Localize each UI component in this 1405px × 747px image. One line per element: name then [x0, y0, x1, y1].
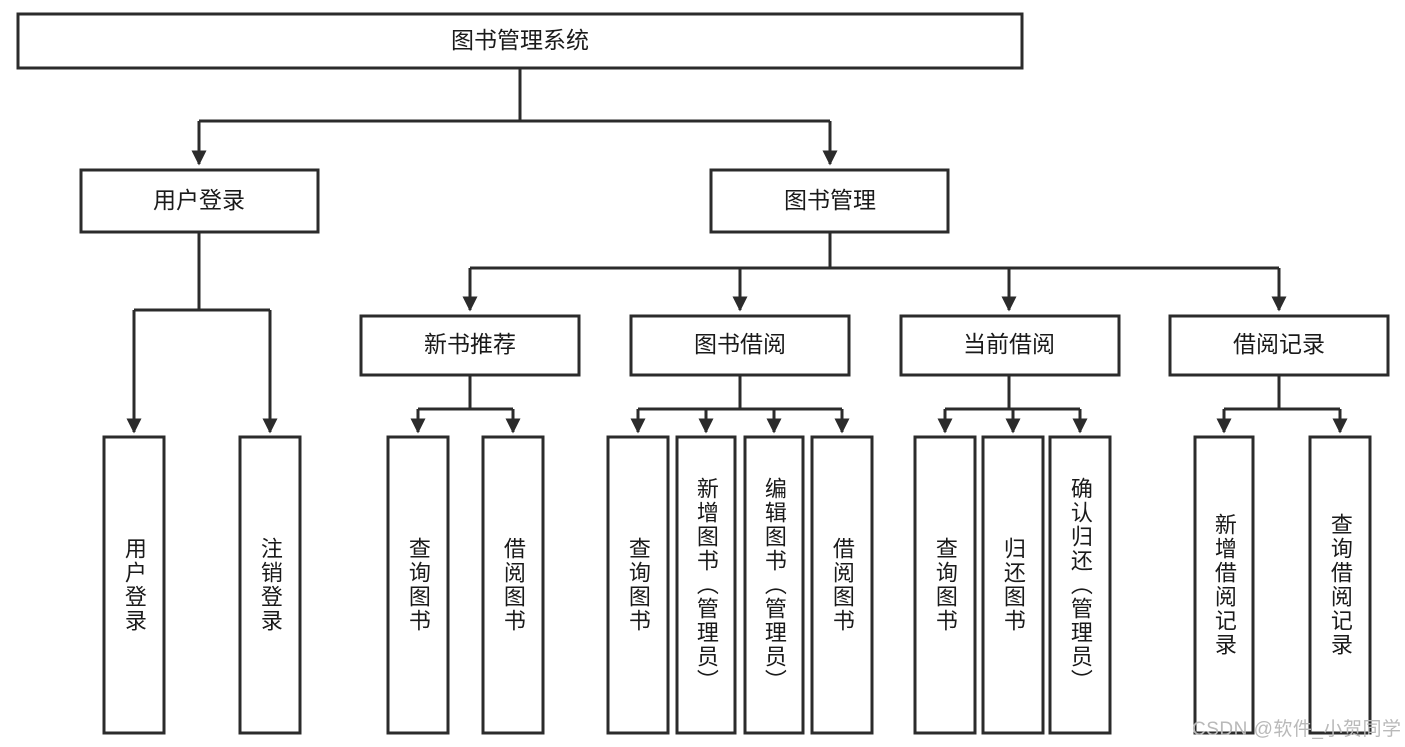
node-box-book-borrow[interactable]: [629, 314, 851, 377]
node-box-leaf-12[interactable]: [1193, 435, 1255, 735]
node-box-leaf-6[interactable]: [675, 435, 737, 735]
connector-group-record: [1216, 375, 1348, 434]
connector-group-current: [937, 375, 1088, 434]
node-box-leaf-8[interactable]: [810, 435, 874, 735]
node-label-current-borrow: 当前借阅: [963, 331, 1055, 357]
node-box-leaf-3[interactable]: [386, 435, 450, 735]
node-box-leaf-10[interactable]: [981, 435, 1045, 735]
node-box-leaf-9[interactable]: [913, 435, 977, 735]
node-label-book-manage: 图书管理: [784, 187, 876, 213]
node-box-book-manage[interactable]: [709, 168, 950, 234]
node-box-borrow-record[interactable]: [1168, 314, 1390, 377]
connector-group-book-manage: [462, 232, 1287, 312]
node-label-borrow-record: 借阅记录: [1233, 331, 1325, 357]
connector-group-borrow: [630, 375, 850, 434]
node-box-new-book-rec[interactable]: [359, 314, 581, 377]
connector-group-newbook: [410, 375, 521, 434]
node-box-leaf-2[interactable]: [238, 435, 302, 735]
node-box-user-login[interactable]: [79, 168, 320, 234]
connector-group-user-login: [126, 232, 278, 434]
node-label-new-book-rec: 新书推荐: [424, 331, 516, 357]
connector-group-root: [191, 68, 838, 166]
node-box-leaf-13[interactable]: [1308, 435, 1372, 735]
node-box-leaf-7[interactable]: [743, 435, 805, 735]
node-box-leaf-5[interactable]: [606, 435, 670, 735]
node-box-leaf-4[interactable]: [481, 435, 545, 735]
node-box-root[interactable]: [16, 12, 1024, 70]
node-box-leaf-11[interactable]: [1048, 435, 1112, 735]
node-label-user-login: 用户登录: [153, 187, 245, 213]
csdn-watermark: CSDN @软件_小贺同学: [1192, 719, 1402, 740]
node-label-book-borrow: 图书借阅: [694, 331, 786, 357]
node-box-current-borrow[interactable]: [899, 314, 1121, 377]
node-label-root: 图书管理系统: [451, 27, 589, 53]
node-box-leaf-1[interactable]: [102, 435, 166, 735]
